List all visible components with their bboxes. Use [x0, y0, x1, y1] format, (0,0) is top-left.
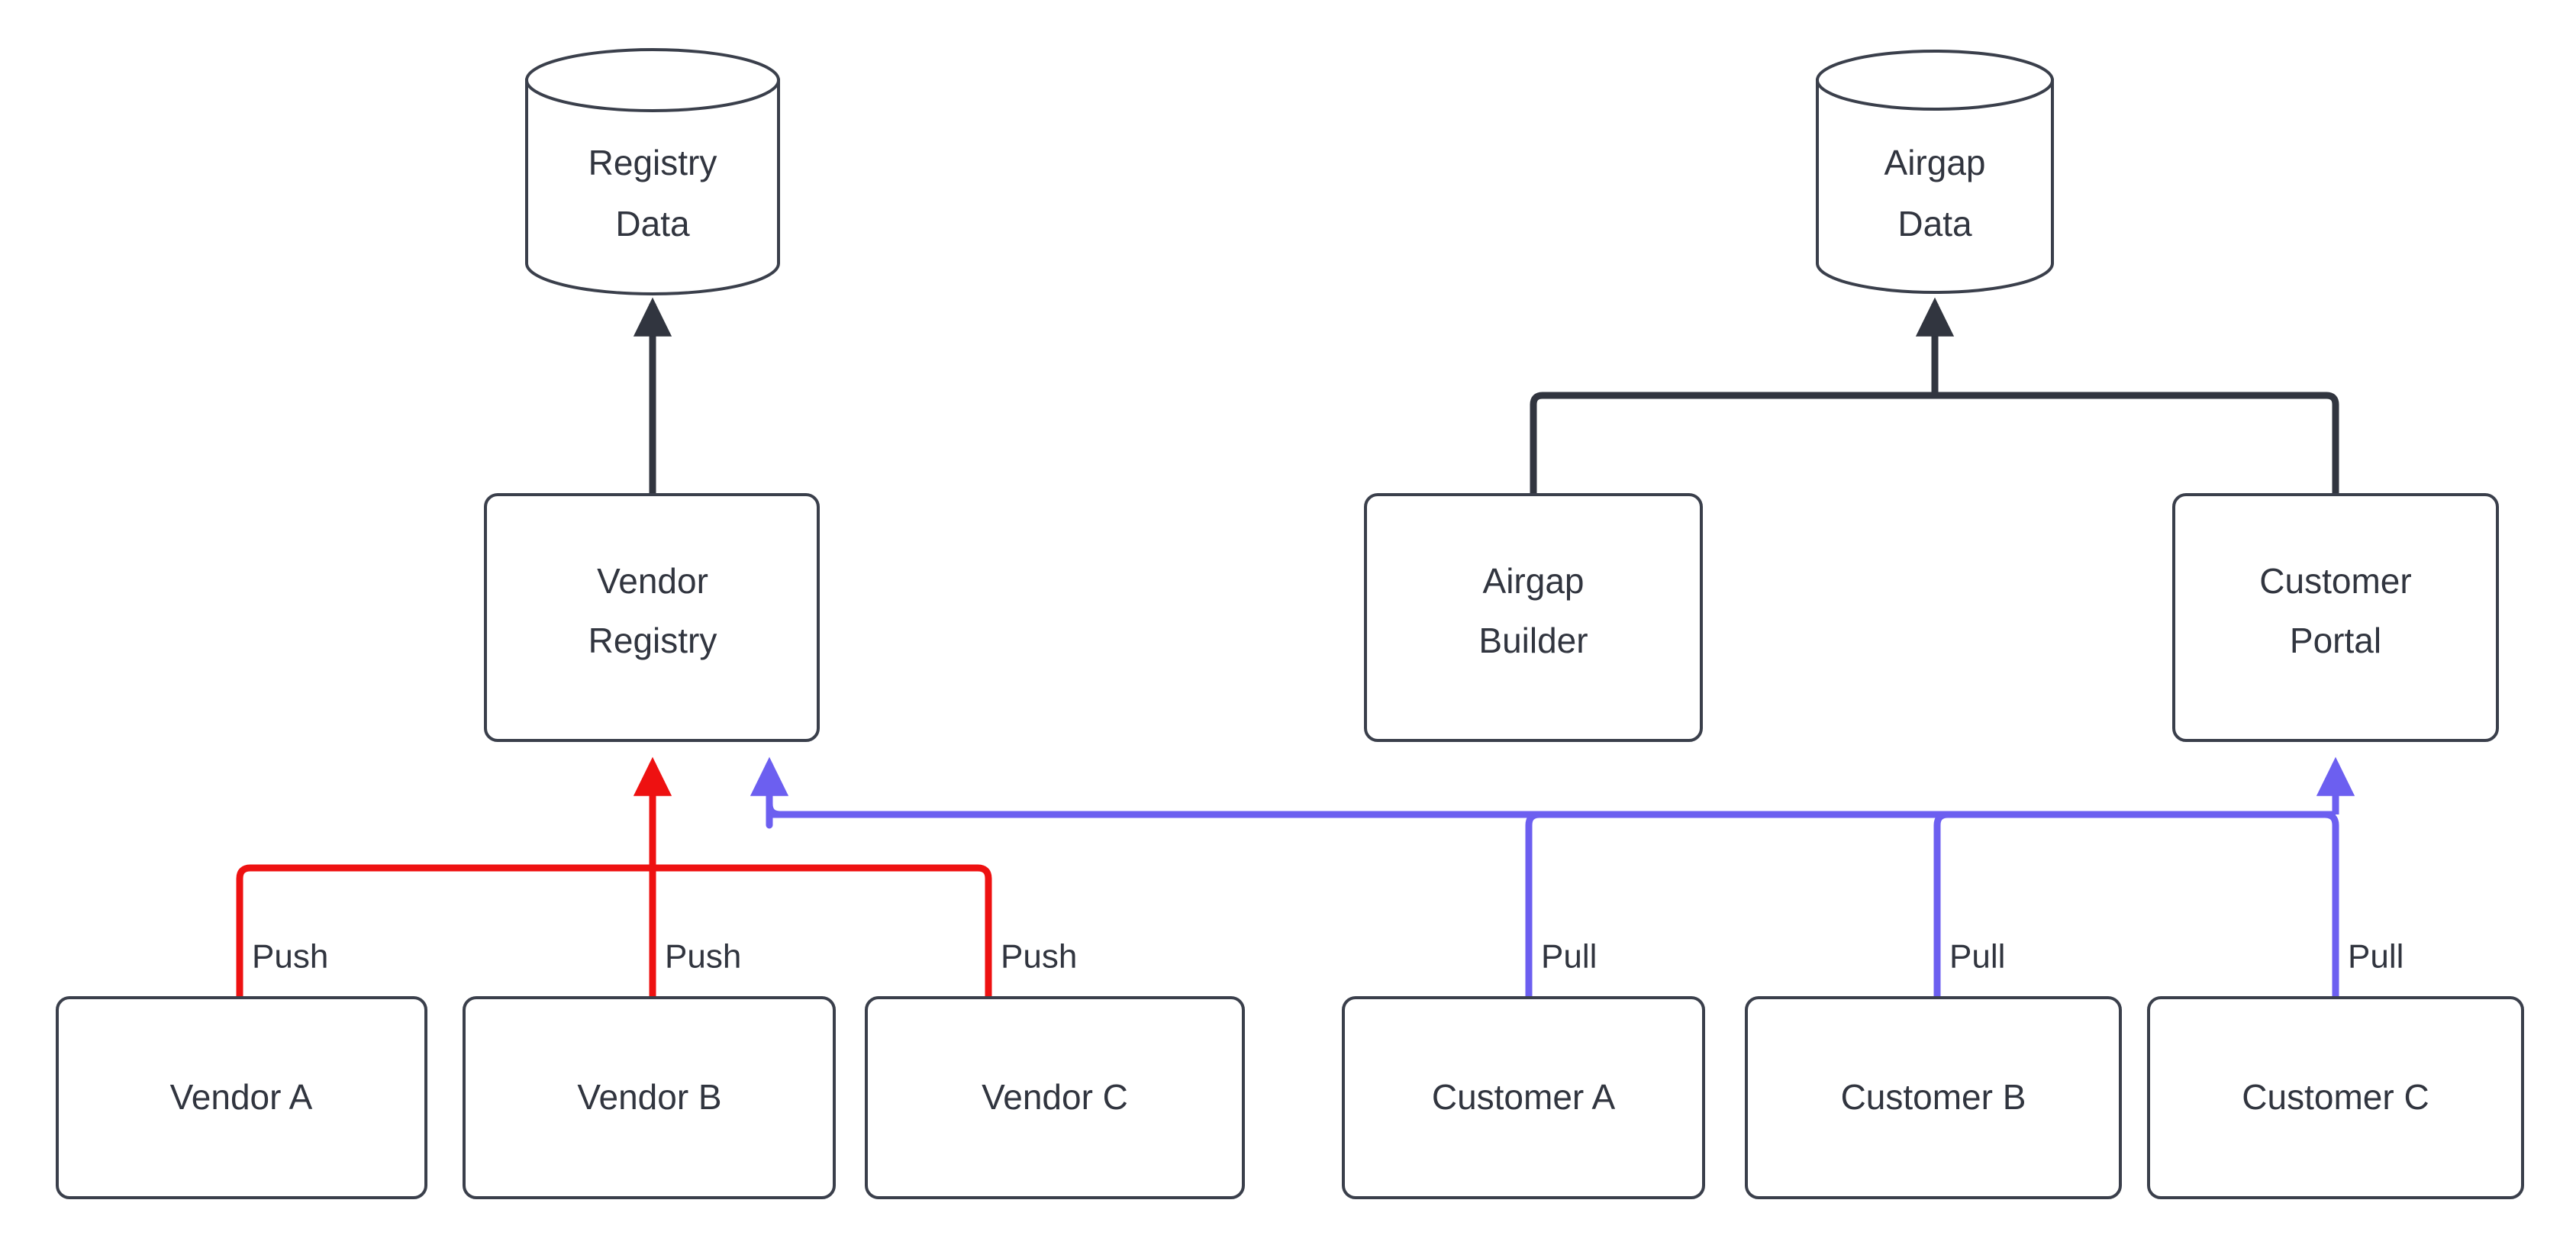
- vendor-c-box: [865, 996, 1245, 1199]
- customer-b-box: [1745, 996, 2122, 1199]
- customer-c-box: [2147, 996, 2524, 1199]
- edge-group-dark: [633, 297, 2339, 493]
- vendor-b-label: Vendor B: [577, 1077, 721, 1117]
- node-vendor-registry[interactable]: Vendor Registry: [484, 493, 820, 742]
- edge-airgap-builder-to-airgap-data: [1530, 392, 1935, 493]
- airgap-data-label-line1: Airgap: [1884, 143, 1986, 182]
- vendor-b-box: [463, 996, 836, 1199]
- airgap-data-cylinder-body: [1816, 79, 2054, 294]
- airgap-builder-box: [1364, 493, 1703, 742]
- customer-portal-box: [2172, 493, 2499, 742]
- customer-c-label: Customer C: [2242, 1077, 2429, 1117]
- vendor-registry-label-line1: Vendor: [597, 561, 708, 601]
- edge-pull-riser-corner: [766, 794, 781, 818]
- customer-a-label: Customer A: [1432, 1077, 1616, 1117]
- vendor-registry-label-line2: Registry: [588, 621, 717, 660]
- node-customer-a[interactable]: Customer A: [1342, 996, 1705, 1199]
- edge-label-push-c: Push: [1001, 938, 1077, 976]
- node-customer-portal[interactable]: Customer Portal: [2172, 493, 2499, 742]
- edge-pull-customer-a-drop: [1525, 811, 1540, 998]
- airgap-builder-label-line2: Builder: [1478, 621, 1588, 660]
- node-vendor-b[interactable]: Vendor B: [463, 996, 836, 1199]
- airgap-data-label-line2: Data: [1897, 204, 1972, 244]
- vendor-c-label: Vendor C: [982, 1077, 1128, 1117]
- registry-data-cylinder-body: [525, 79, 780, 295]
- edge-label-push-b: Push: [665, 938, 741, 976]
- edge-label-push-a: Push: [252, 938, 328, 976]
- edge-label-pull-a: Pull: [1541, 938, 1597, 976]
- airgap-data-cylinder-top: [1816, 50, 2054, 111]
- vendor-a-box: [56, 996, 427, 1199]
- registry-data-label-line2: Data: [615, 204, 690, 244]
- node-airgap-data[interactable]: Airgap Data: [1816, 50, 2054, 294]
- edge-label-pull-c: Pull: [2348, 938, 2404, 976]
- node-vendor-c[interactable]: Vendor C: [865, 996, 1245, 1199]
- node-registry-data[interactable]: Registry Data: [525, 48, 780, 295]
- customer-b-label: Customer B: [1841, 1077, 2026, 1117]
- edge-pull-customer-c-drop: [2324, 811, 2339, 998]
- edge-group-pull: [750, 756, 2355, 998]
- edge-push-bus: [236, 864, 992, 998]
- node-vendor-a[interactable]: Vendor A: [56, 996, 427, 1199]
- edge-pull-customer-b-drop: [1933, 811, 1949, 998]
- airgap-builder-label-line1: Airgap: [1483, 561, 1585, 601]
- edge-label-pull-b: Pull: [1949, 938, 2005, 976]
- node-airgap-builder[interactable]: Airgap Builder: [1364, 493, 1703, 742]
- vendor-a-label: Vendor A: [170, 1077, 313, 1117]
- node-customer-b[interactable]: Customer B: [1745, 996, 2122, 1199]
- edge-label-group: Push Push Push Pull Pull Pull: [252, 938, 2404, 976]
- registry-data-label-line1: Registry: [588, 143, 717, 182]
- registry-data-cylinder-top: [525, 48, 780, 112]
- customer-portal-label-line2: Portal: [2290, 621, 2381, 660]
- customer-a-box: [1342, 996, 1705, 1199]
- customer-portal-label-line1: Customer: [2259, 561, 2411, 601]
- vendor-registry-box: [484, 493, 820, 742]
- edge-customer-portal-to-airgap-data: [1935, 392, 2339, 493]
- node-customer-c[interactable]: Customer C: [2147, 996, 2524, 1199]
- edge-group-push: [236, 756, 992, 998]
